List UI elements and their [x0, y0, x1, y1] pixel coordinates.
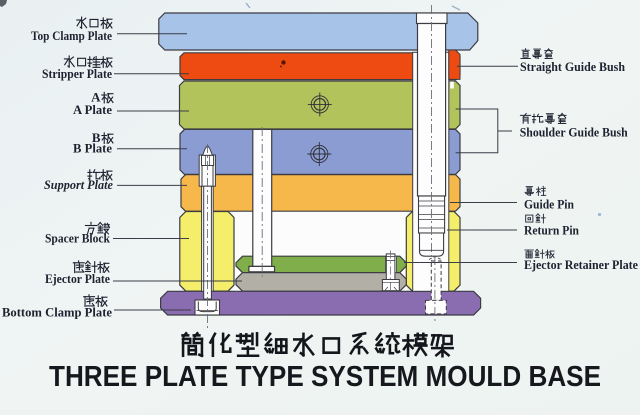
svg-text:Top Clamp Plate: Top Clamp Plate	[31, 28, 112, 43]
svg-text:A: A	[91, 90, 101, 105]
svg-text:Straight Guide Bush: Straight Guide Bush	[520, 59, 626, 74]
svg-text:Shoulder Guide Bush: Shoulder Guide Bush	[520, 125, 629, 140]
svg-text:Bottom Clamp Plate: Bottom Clamp Plate	[2, 305, 112, 320]
svg-text:Guide Pin: Guide Pin	[524, 196, 575, 211]
svg-text:Return Pin: Return Pin	[524, 222, 580, 237]
svg-text:B: B	[92, 130, 101, 145]
svg-text:THREE PLATE TYPE SYSTEM MOULD: THREE PLATE TYPE SYSTEM MOULD BASE	[49, 361, 601, 393]
svg-text:A Plate: A Plate	[73, 102, 112, 117]
svg-text:Ejector Plate: Ejector Plate	[45, 271, 110, 286]
svg-text:Support Plate: Support Plate	[44, 177, 113, 192]
svg-text:Spacer Block: Spacer Block	[45, 230, 111, 245]
svg-text:B Plate: B Plate	[73, 140, 112, 155]
svg-text:Stripper Plate: Stripper Plate	[42, 66, 112, 81]
svg-text:Ejector Retainer Plate: Ejector Retainer Plate	[524, 257, 638, 272]
